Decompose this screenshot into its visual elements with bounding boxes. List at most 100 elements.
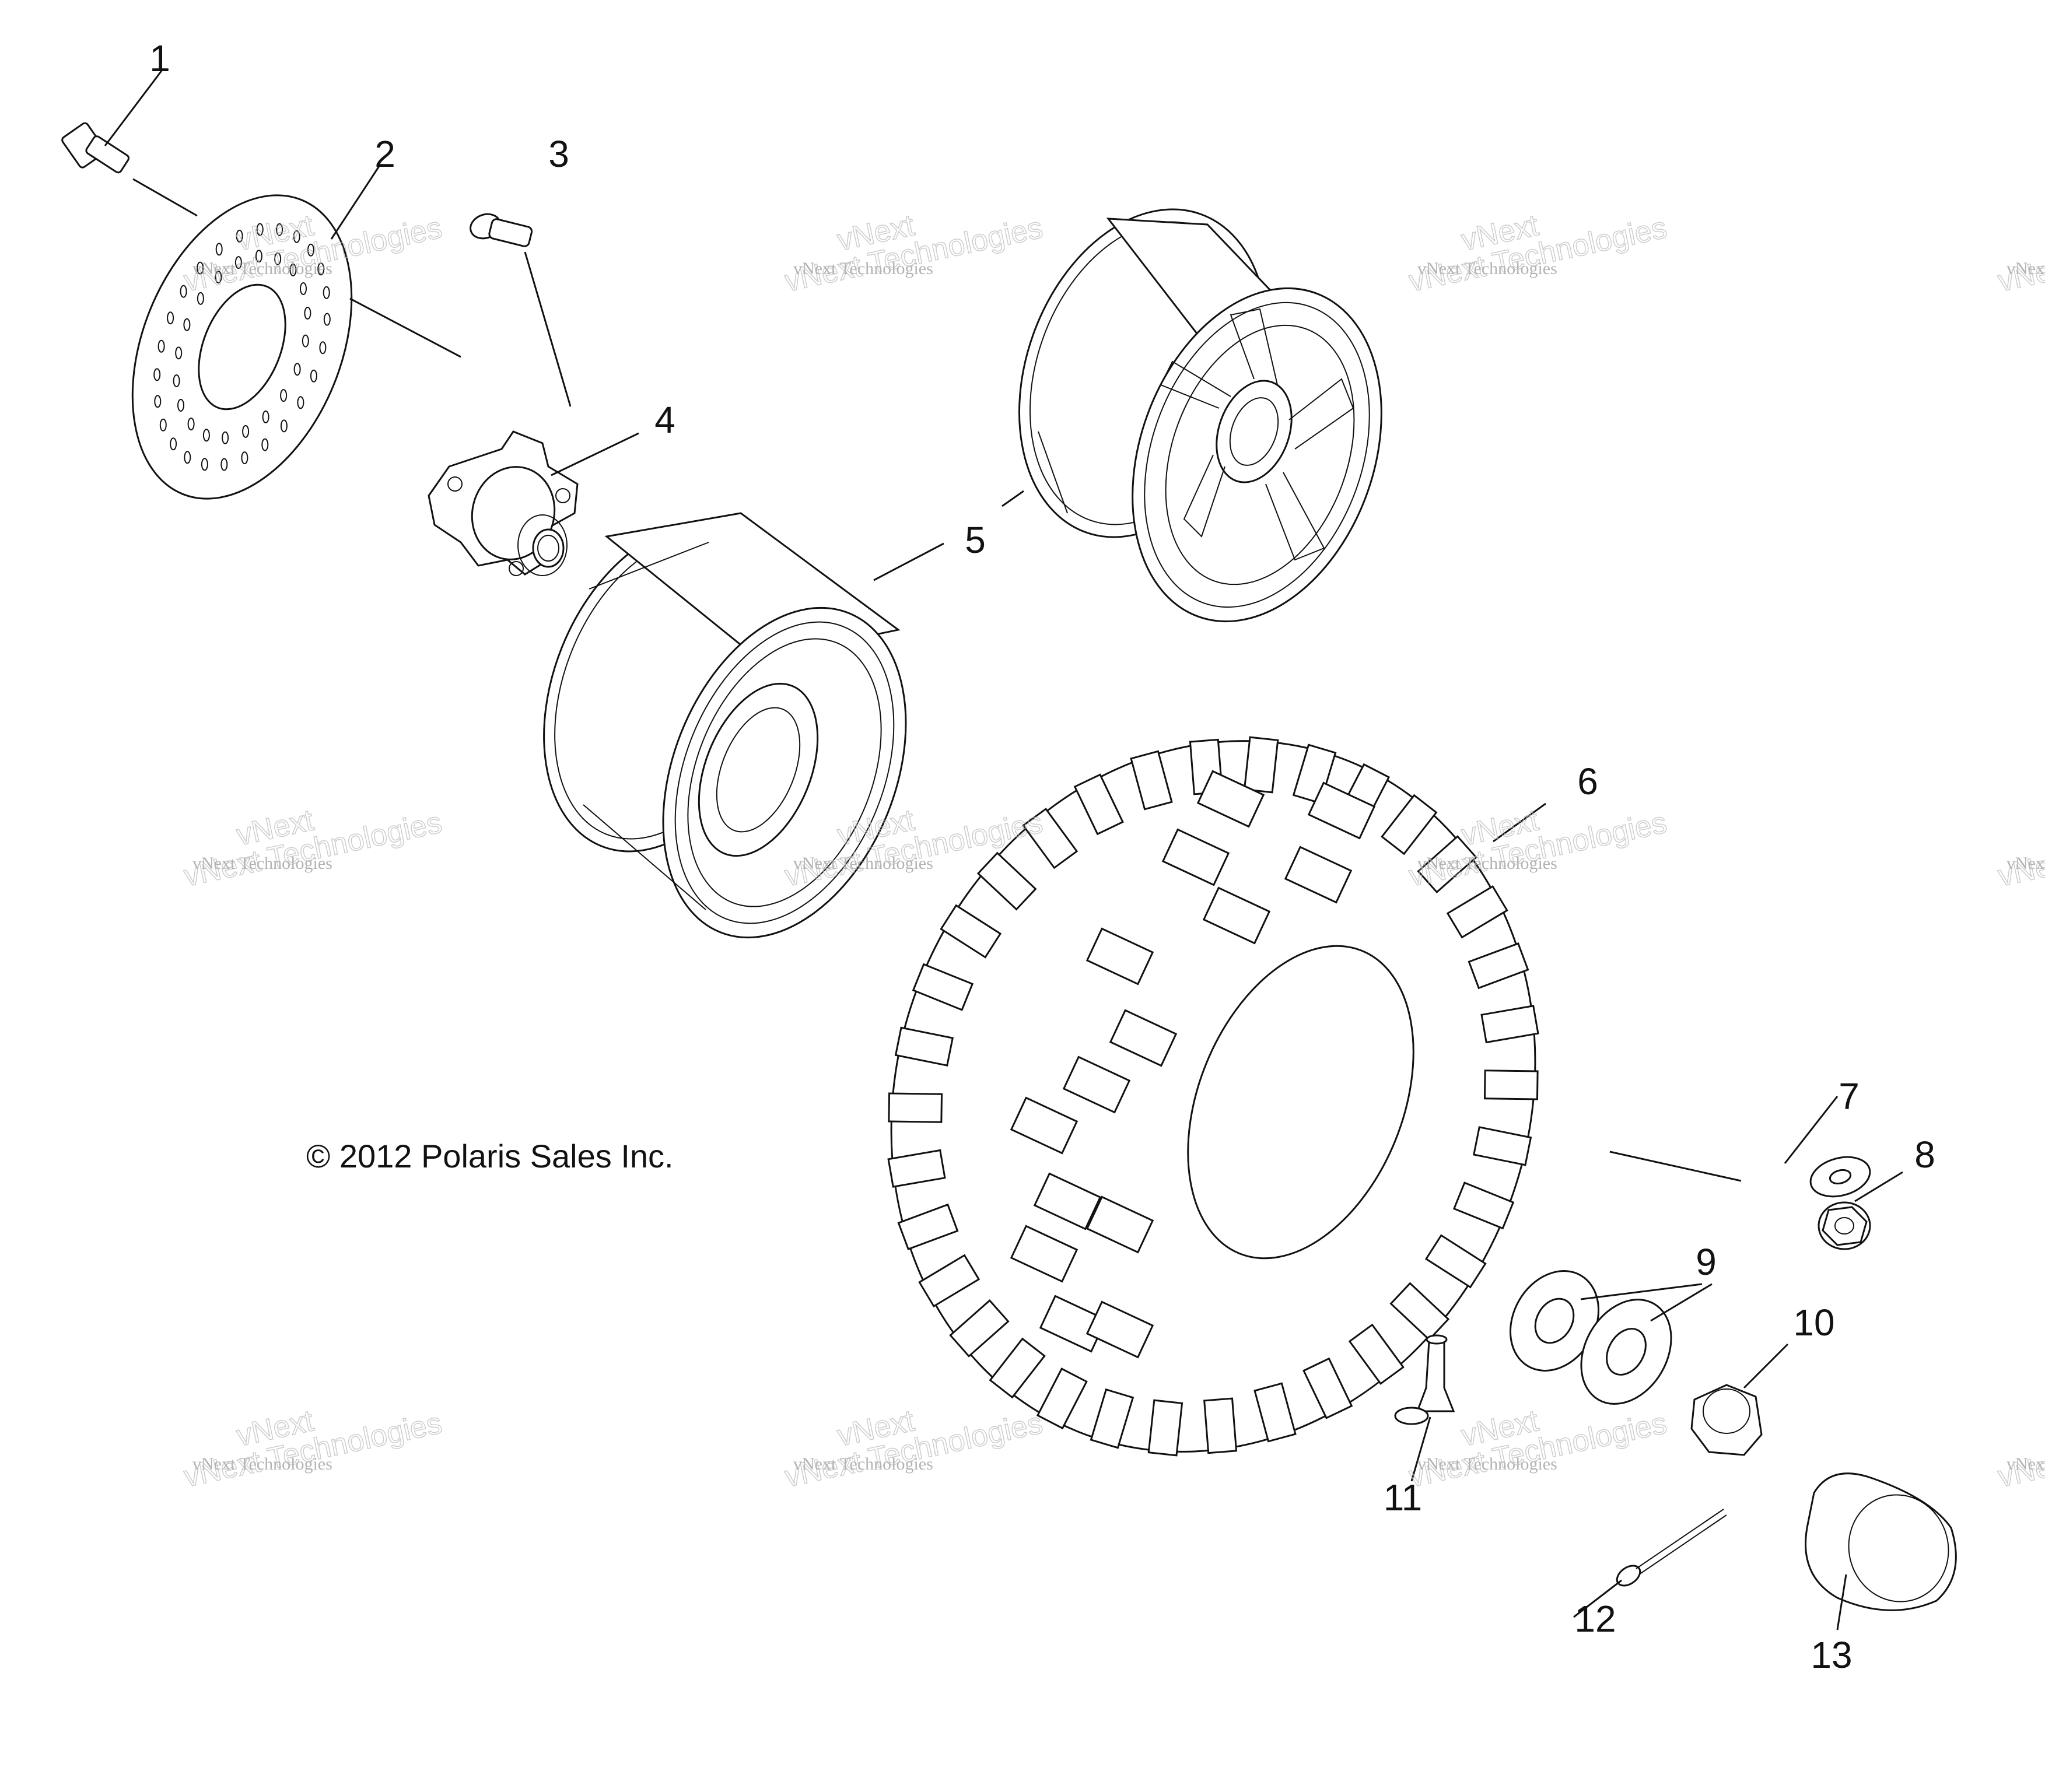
tread-block [918,1254,981,1308]
tread-block [940,904,1002,959]
disc-hole [201,458,208,471]
svg-text:vNext Technologies: vNext Technologies [1417,854,1557,873]
svg-text:vNext Technologies: vNext Technologies [2007,259,2045,278]
disc-hole [173,374,180,387]
disc-hole [317,262,325,276]
disc-hole [323,313,331,326]
copyright-notice: © 2012 Polaris Sales Inc. [306,1138,674,1174]
bolt-part-1[interactable] [61,122,130,174]
tread-block [1085,1195,1154,1254]
tread-block [1085,1300,1154,1359]
tread-block [1062,1055,1131,1114]
callout-10: 10 [1793,1302,1834,1344]
washer-part-7[interactable] [1806,1151,1874,1203]
disc-hole [215,243,223,256]
disc-hole [170,437,177,451]
svg-text:vNext Technologies: vNext Technologies [1995,805,2045,893]
tread-block [1348,1323,1405,1385]
tread-block [1452,1181,1515,1230]
tread-block [1483,1069,1539,1100]
tread-block [949,1299,1010,1358]
svg-text:vNext Technologies: vNext Technologies [793,259,933,278]
callout-12: 12 [1574,1598,1616,1640]
disc-hole [187,418,195,431]
callout-4: 4 [654,399,675,441]
callout-11: 11 [1384,1477,1422,1519]
disc-hole [323,286,330,299]
svg-text:vNext Technologies: vNext Technologies [2007,1454,2045,1474]
wheel-rim-front-part-5[interactable] [498,489,951,974]
disc-hole [234,256,242,269]
disc-hole [289,263,297,276]
disc-hole [276,223,283,236]
disc-hole [293,230,300,243]
tread-block [1073,773,1124,836]
disc-hole [183,318,191,331]
tread-block [897,1203,959,1251]
tread-block [1292,744,1337,805]
tread-block [1480,1005,1539,1044]
svg-text:vNext Technologies: vNext Technologies [2007,854,2045,873]
disc-hole [256,223,264,236]
disc-hole [220,458,228,471]
disc-hole [319,341,327,355]
disc-hole [236,229,243,243]
svg-text:vNext Technologies: vNext Technologies [192,854,332,873]
castle-nut-part-10[interactable] [1690,1384,1763,1456]
svg-text:vNext Technologies: vNext Technologies [1406,211,1669,298]
tread-block [894,1026,954,1067]
disc-hole [202,429,210,442]
wheel-rim-rear-part-5[interactable] [976,174,1426,657]
disc-hole [180,285,187,298]
callout-6: 6 [1577,760,1598,802]
callout-7: 7 [1839,1075,1860,1117]
tread-block [1417,835,1477,894]
disc-hole [157,339,165,353]
wheel-hub-part-4[interactable] [428,430,579,576]
disc-hole [304,307,311,320]
brake-disc-part-2[interactable] [90,163,393,531]
hub-cap-part-13[interactable] [1805,1472,1960,1613]
flange-nut-part-8[interactable] [1818,1201,1871,1250]
tire-part-6[interactable] [786,643,1641,1549]
disc-hole [222,431,229,444]
svg-text:vNext Technologies: vNext Technologies [782,1406,1045,1493]
disc-hole [297,396,304,409]
disc-hole [302,334,309,348]
tread-block [1196,770,1265,828]
disc-hole [310,369,317,383]
callout-2: 2 [374,133,395,175]
disc-hole [280,389,288,402]
tread-block [1381,794,1438,855]
callout-3: 3 [548,133,569,175]
cotter-pin-part-12[interactable] [1613,1509,1727,1590]
tread-block [1468,942,1529,990]
svg-text:vNext Technologies: vNext Technologies [1417,1454,1557,1474]
svg-text:vNext Technologies: vNext Technologies [1995,1406,2045,1493]
tread-block [1424,1234,1487,1289]
disc-hole [197,261,204,275]
disc-hole [262,410,269,423]
tread-block [912,963,974,1011]
disc-hole [300,282,307,295]
tread-block [1010,1225,1078,1283]
disc-hole [153,368,161,381]
tread-block [976,851,1037,911]
washers-part-9[interactable] [1493,1255,1689,1420]
svg-text:vNext Technologies: vNext Technologies [793,854,933,873]
tread-block [1022,808,1078,869]
disc-hole [154,395,162,408]
valve-stem-part-11[interactable] [1394,1334,1455,1425]
wheel-stud-part-3[interactable] [467,210,533,247]
disc-hole [177,399,184,412]
tread-block [1036,1367,1088,1430]
tread-block [1085,927,1154,986]
disc-hole [255,250,262,263]
tread-block [1130,750,1173,811]
disc-hole [241,451,248,465]
svg-text:vNext Technologies: vNext Technologies [1995,211,2045,298]
tread-block [1010,1096,1078,1155]
